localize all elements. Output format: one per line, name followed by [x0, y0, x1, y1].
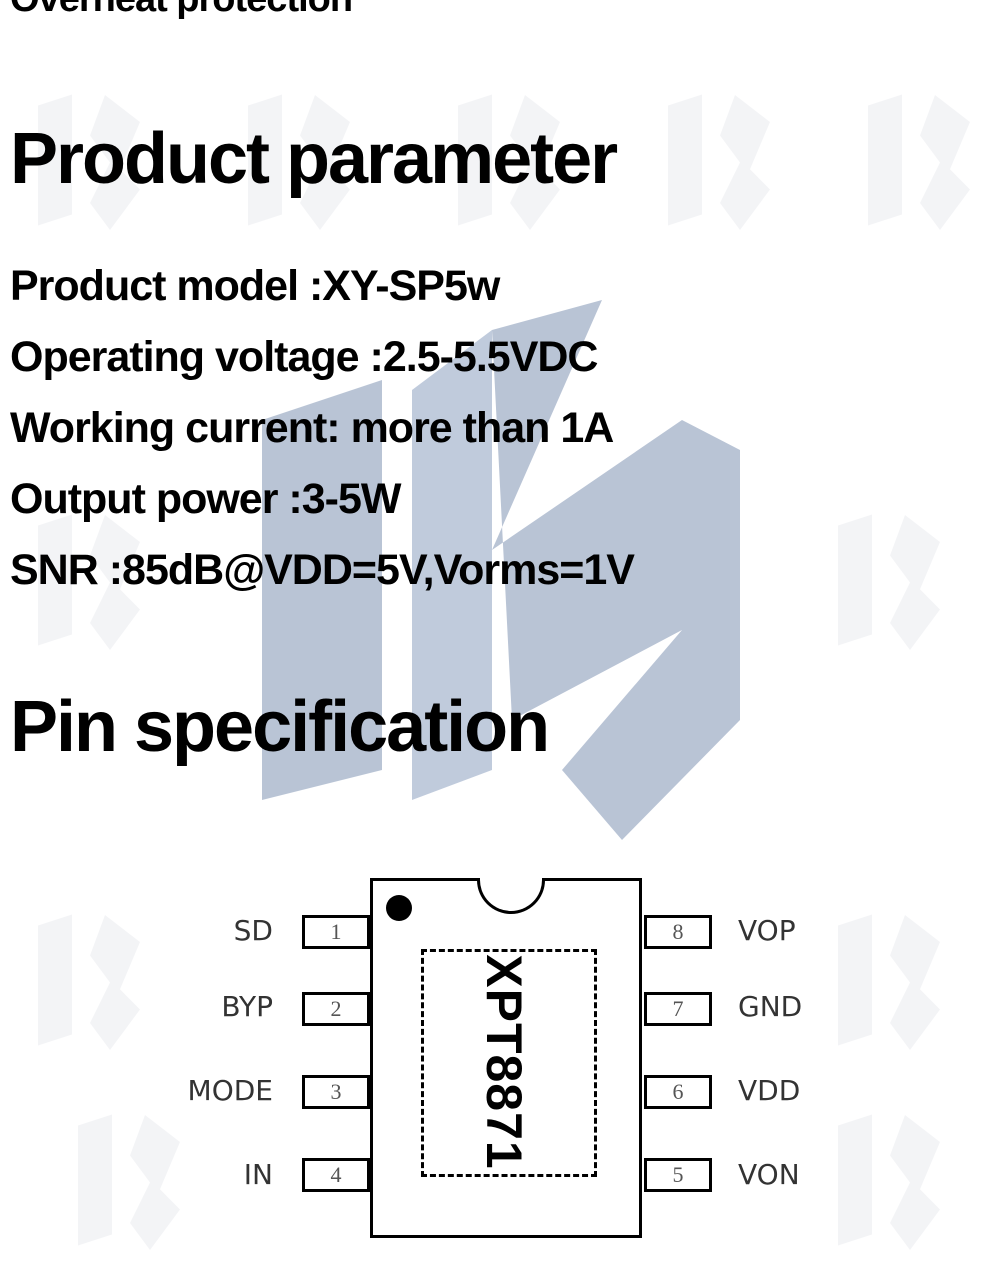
chip-die-outline — [421, 949, 597, 1177]
watermark-tile — [820, 500, 970, 670]
pin-6: 6 — [644, 1075, 712, 1109]
pin-label-von: VON — [738, 1158, 800, 1191]
pin-label-vop: VOP — [738, 914, 796, 947]
param-working-current: Working current: more than 1A — [10, 404, 614, 452]
pin-5: 5 — [644, 1158, 712, 1192]
brand-logo-watermark — [262, 300, 740, 840]
param-snr: SNR :85dB@VDD=5V,Vorms=1V — [10, 546, 635, 594]
pin-label-mode: MODE — [187, 1074, 273, 1107]
pin-label-byp: BYP — [221, 990, 273, 1023]
param-operating-voltage: Operating voltage :2.5-5.5VDC — [10, 333, 598, 381]
pin-2: 2 — [302, 992, 370, 1026]
watermark-tile — [850, 80, 1000, 250]
pin-label-gnd: GND — [738, 990, 803, 1023]
logo-mid-bar — [412, 330, 492, 800]
param-product-model: Product model :XY-SP5w — [10, 262, 500, 310]
pin-label-in: IN — [243, 1158, 273, 1191]
chip-notch — [477, 878, 545, 914]
pin1-marker-dot — [386, 895, 412, 921]
logo-left-bar — [262, 380, 382, 800]
watermark-tile — [820, 1100, 970, 1270]
watermark-tile — [20, 900, 170, 1070]
param-output-power: Output power :3-5W — [10, 475, 401, 523]
heading-pin-specification: Pin specification — [10, 687, 550, 767]
pin-4: 4 — [302, 1158, 370, 1192]
pin-3: 3 — [302, 1075, 370, 1109]
section-cut-line: Overheat protection — [10, 0, 353, 21]
chip-part-number: XPT8871 — [476, 954, 532, 1170]
pin-1: 1 — [302, 915, 370, 949]
logo-bolt — [492, 300, 740, 840]
pin-label-sd: SD — [233, 914, 273, 947]
heading-product-parameter: Product parameter — [10, 119, 618, 199]
pin-label-vdd: VDD — [738, 1074, 801, 1107]
pin-7: 7 — [644, 992, 712, 1026]
pin-8: 8 — [644, 915, 712, 949]
watermark-tile — [820, 900, 970, 1070]
watermark-tile — [650, 80, 800, 250]
